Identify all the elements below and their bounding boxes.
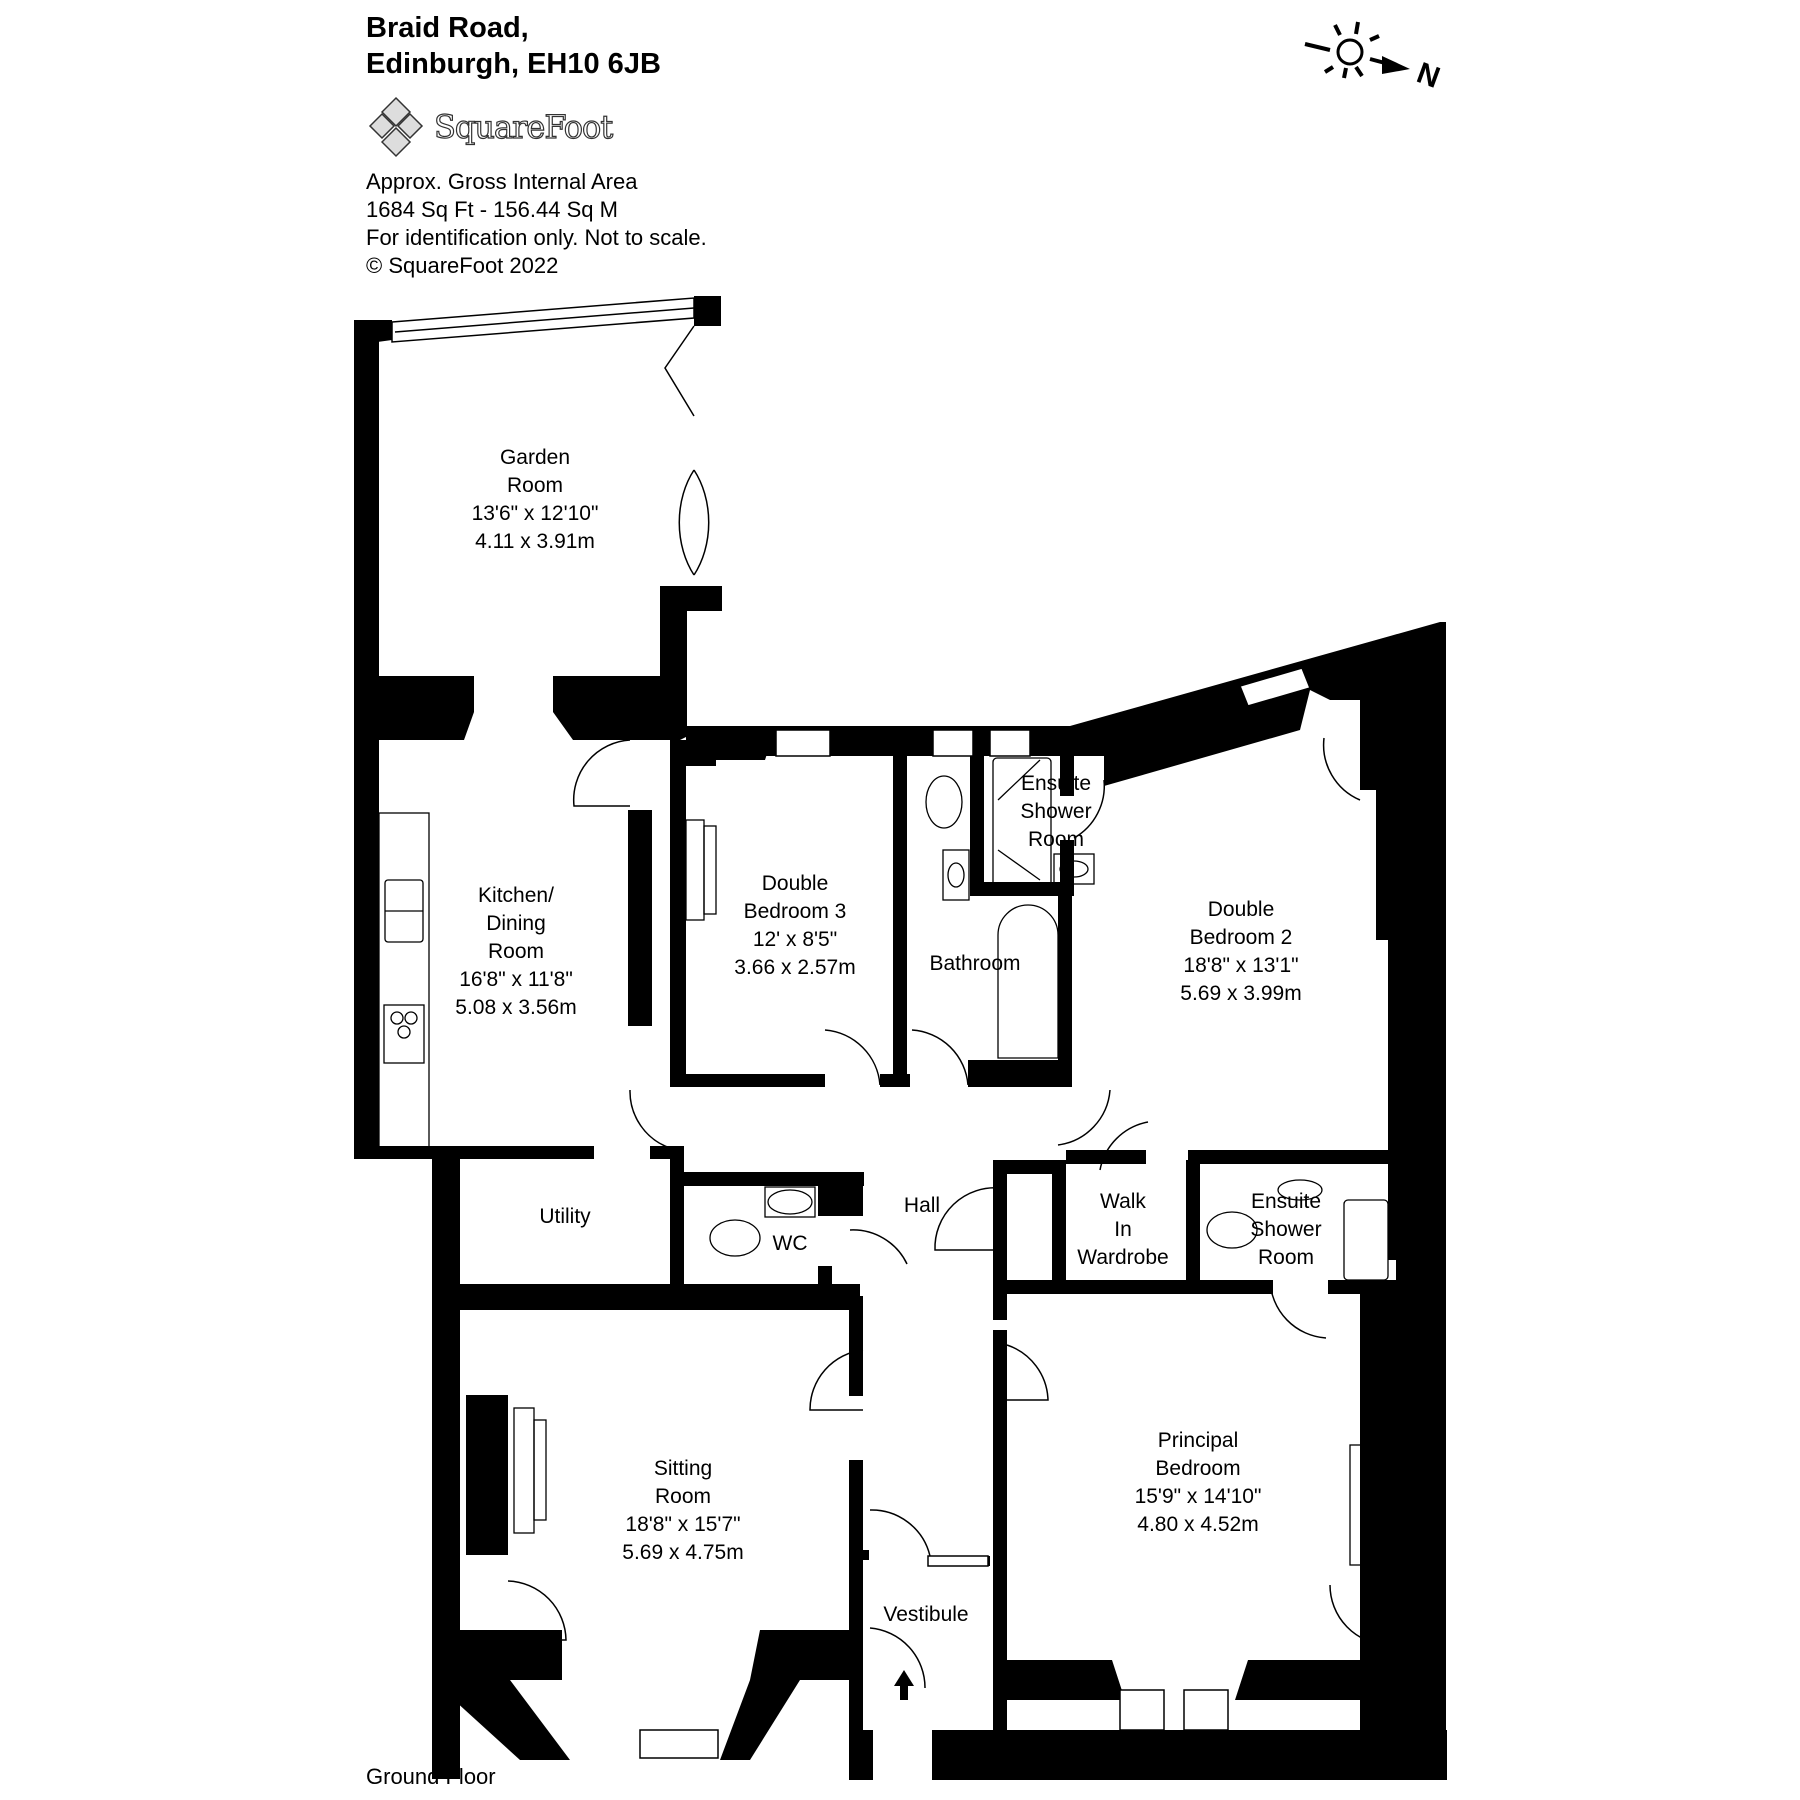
area-info: Approx. Gross Internal Area 1684 Sq Ft -… <box>366 168 707 280</box>
sun-compass-icon: N <box>1304 21 1444 95</box>
room-name: Bedroom <box>1155 1457 1241 1480</box>
room-wc: WC <box>773 1230 808 1258</box>
room-name: Room <box>506 474 564 497</box>
room-name: Walk <box>1100 1190 1146 1213</box>
room-name: Room <box>1027 828 1085 851</box>
room-name: Bathroom <box>929 952 1021 975</box>
room-name: Sitting <box>653 1457 713 1480</box>
room-ensuite-shower-2: Ensuite Shower Room <box>1250 1188 1321 1272</box>
room-dimensions-metric: 4.11 x 3.91m <box>475 530 595 553</box>
room-name: Room <box>1257 1246 1315 1269</box>
room-hall: Hall <box>904 1192 940 1220</box>
area-heading: Approx. Gross Internal Area <box>366 169 638 194</box>
floor-label: Ground Floor <box>366 1764 496 1789</box>
room-name: Room <box>487 940 545 963</box>
disclaimer: For identification only. Not to scale. <box>366 225 707 250</box>
room-name: Shower <box>1020 800 1092 823</box>
room-principal-bedroom: Principal Bedroom 15'9" x 14'10" 4.80 x … <box>1135 1427 1262 1539</box>
entrance-arrow-icon <box>894 1670 914 1700</box>
room-dimensions-metric: 4.80 x 4.52m <box>1137 1513 1259 1536</box>
room-dimensions-metric: 3.66 x 2.57m <box>734 956 856 979</box>
room-dimensions-metric: 5.69 x 4.75m <box>622 1541 744 1564</box>
room-name: WC <box>772 1232 808 1255</box>
room-name: Double <box>761 872 829 895</box>
room-name: Kitchen/ <box>478 884 554 907</box>
address-line-1: Braid Road, <box>366 12 529 44</box>
room-name: Wardrobe <box>1077 1246 1169 1269</box>
room-double-bedroom-2: Double Bedroom 2 18'8" x 13'1" 5.69 x 3.… <box>1180 896 1301 1008</box>
room-name: Bedroom 3 <box>743 900 847 923</box>
room-vestibule: Vestibule <box>883 1601 968 1629</box>
room-bathroom: Bathroom <box>929 950 1020 978</box>
room-name: Utility <box>539 1205 591 1228</box>
brand-name: SquareFoot <box>433 107 613 146</box>
room-utility: Utility <box>539 1203 590 1231</box>
area-value: 1684 Sq Ft - 156.44 Sq M <box>366 197 618 222</box>
room-sitting-room: Sitting Room 18'8" x 15'7" 5.69 x 4.75m <box>622 1455 743 1567</box>
room-dimensions-imperial: 18'8" x 15'7" <box>625 1513 741 1536</box>
room-name: In <box>1114 1218 1132 1241</box>
room-name: Shower <box>1250 1218 1322 1241</box>
room-name: Vestibule <box>883 1603 969 1626</box>
room-name: Ensuite <box>1020 772 1092 795</box>
property-address: Braid Road, Edinburgh, EH10 6JB <box>366 10 661 82</box>
room-dimensions-imperial: 16'8" x 11'8" <box>459 968 573 991</box>
room-ensuite-shower-1: Ensuite Shower Room <box>1020 770 1091 854</box>
room-dimensions-metric: 5.69 x 3.99m <box>1180 982 1302 1005</box>
room-name: Garden <box>499 446 571 469</box>
room-garden-room: Garden Room 13'6" x 12'10" 4.11 x 3.91m <box>472 444 599 556</box>
room-name: Room <box>654 1485 712 1508</box>
room-name: Double <box>1207 898 1275 921</box>
room-name: Dining <box>486 912 546 935</box>
room-dimensions-imperial: 18'8" x 13'1" <box>1183 954 1299 977</box>
copyright: © SquareFoot 2022 <box>366 253 559 278</box>
north-arrow-icon <box>1382 56 1410 74</box>
brand-logo: SquareFoot <box>366 96 614 158</box>
room-name: Principal <box>1157 1429 1239 1452</box>
squarefoot-logo-icon <box>368 96 424 158</box>
address-line-2: Edinburgh, EH10 6JB <box>366 48 661 80</box>
room-walk-in-wardrobe: Walk In Wardrobe <box>1077 1188 1168 1272</box>
room-name: Hall <box>903 1194 941 1217</box>
room-double-bedroom-3: Double Bedroom 3 12' x 8'5" 3.66 x 2.57m <box>734 870 855 982</box>
room-dimensions-metric: 5.08 x 3.56m <box>455 996 577 1019</box>
room-name: Bedroom 2 <box>1189 926 1293 949</box>
compass: N <box>1290 10 1450 95</box>
room-dimensions-imperial: 13'6" x 12'10" <box>471 502 599 525</box>
room-name: Ensuite <box>1250 1190 1322 1213</box>
room-dimensions-imperial: 12' x 8'5" <box>752 928 838 951</box>
room-dimensions-imperial: 15'9" x 14'10" <box>1134 1485 1262 1508</box>
room-kitchen-dining: Kitchen/ Dining Room 16'8" x 11'8" 5.08 … <box>455 882 576 1022</box>
